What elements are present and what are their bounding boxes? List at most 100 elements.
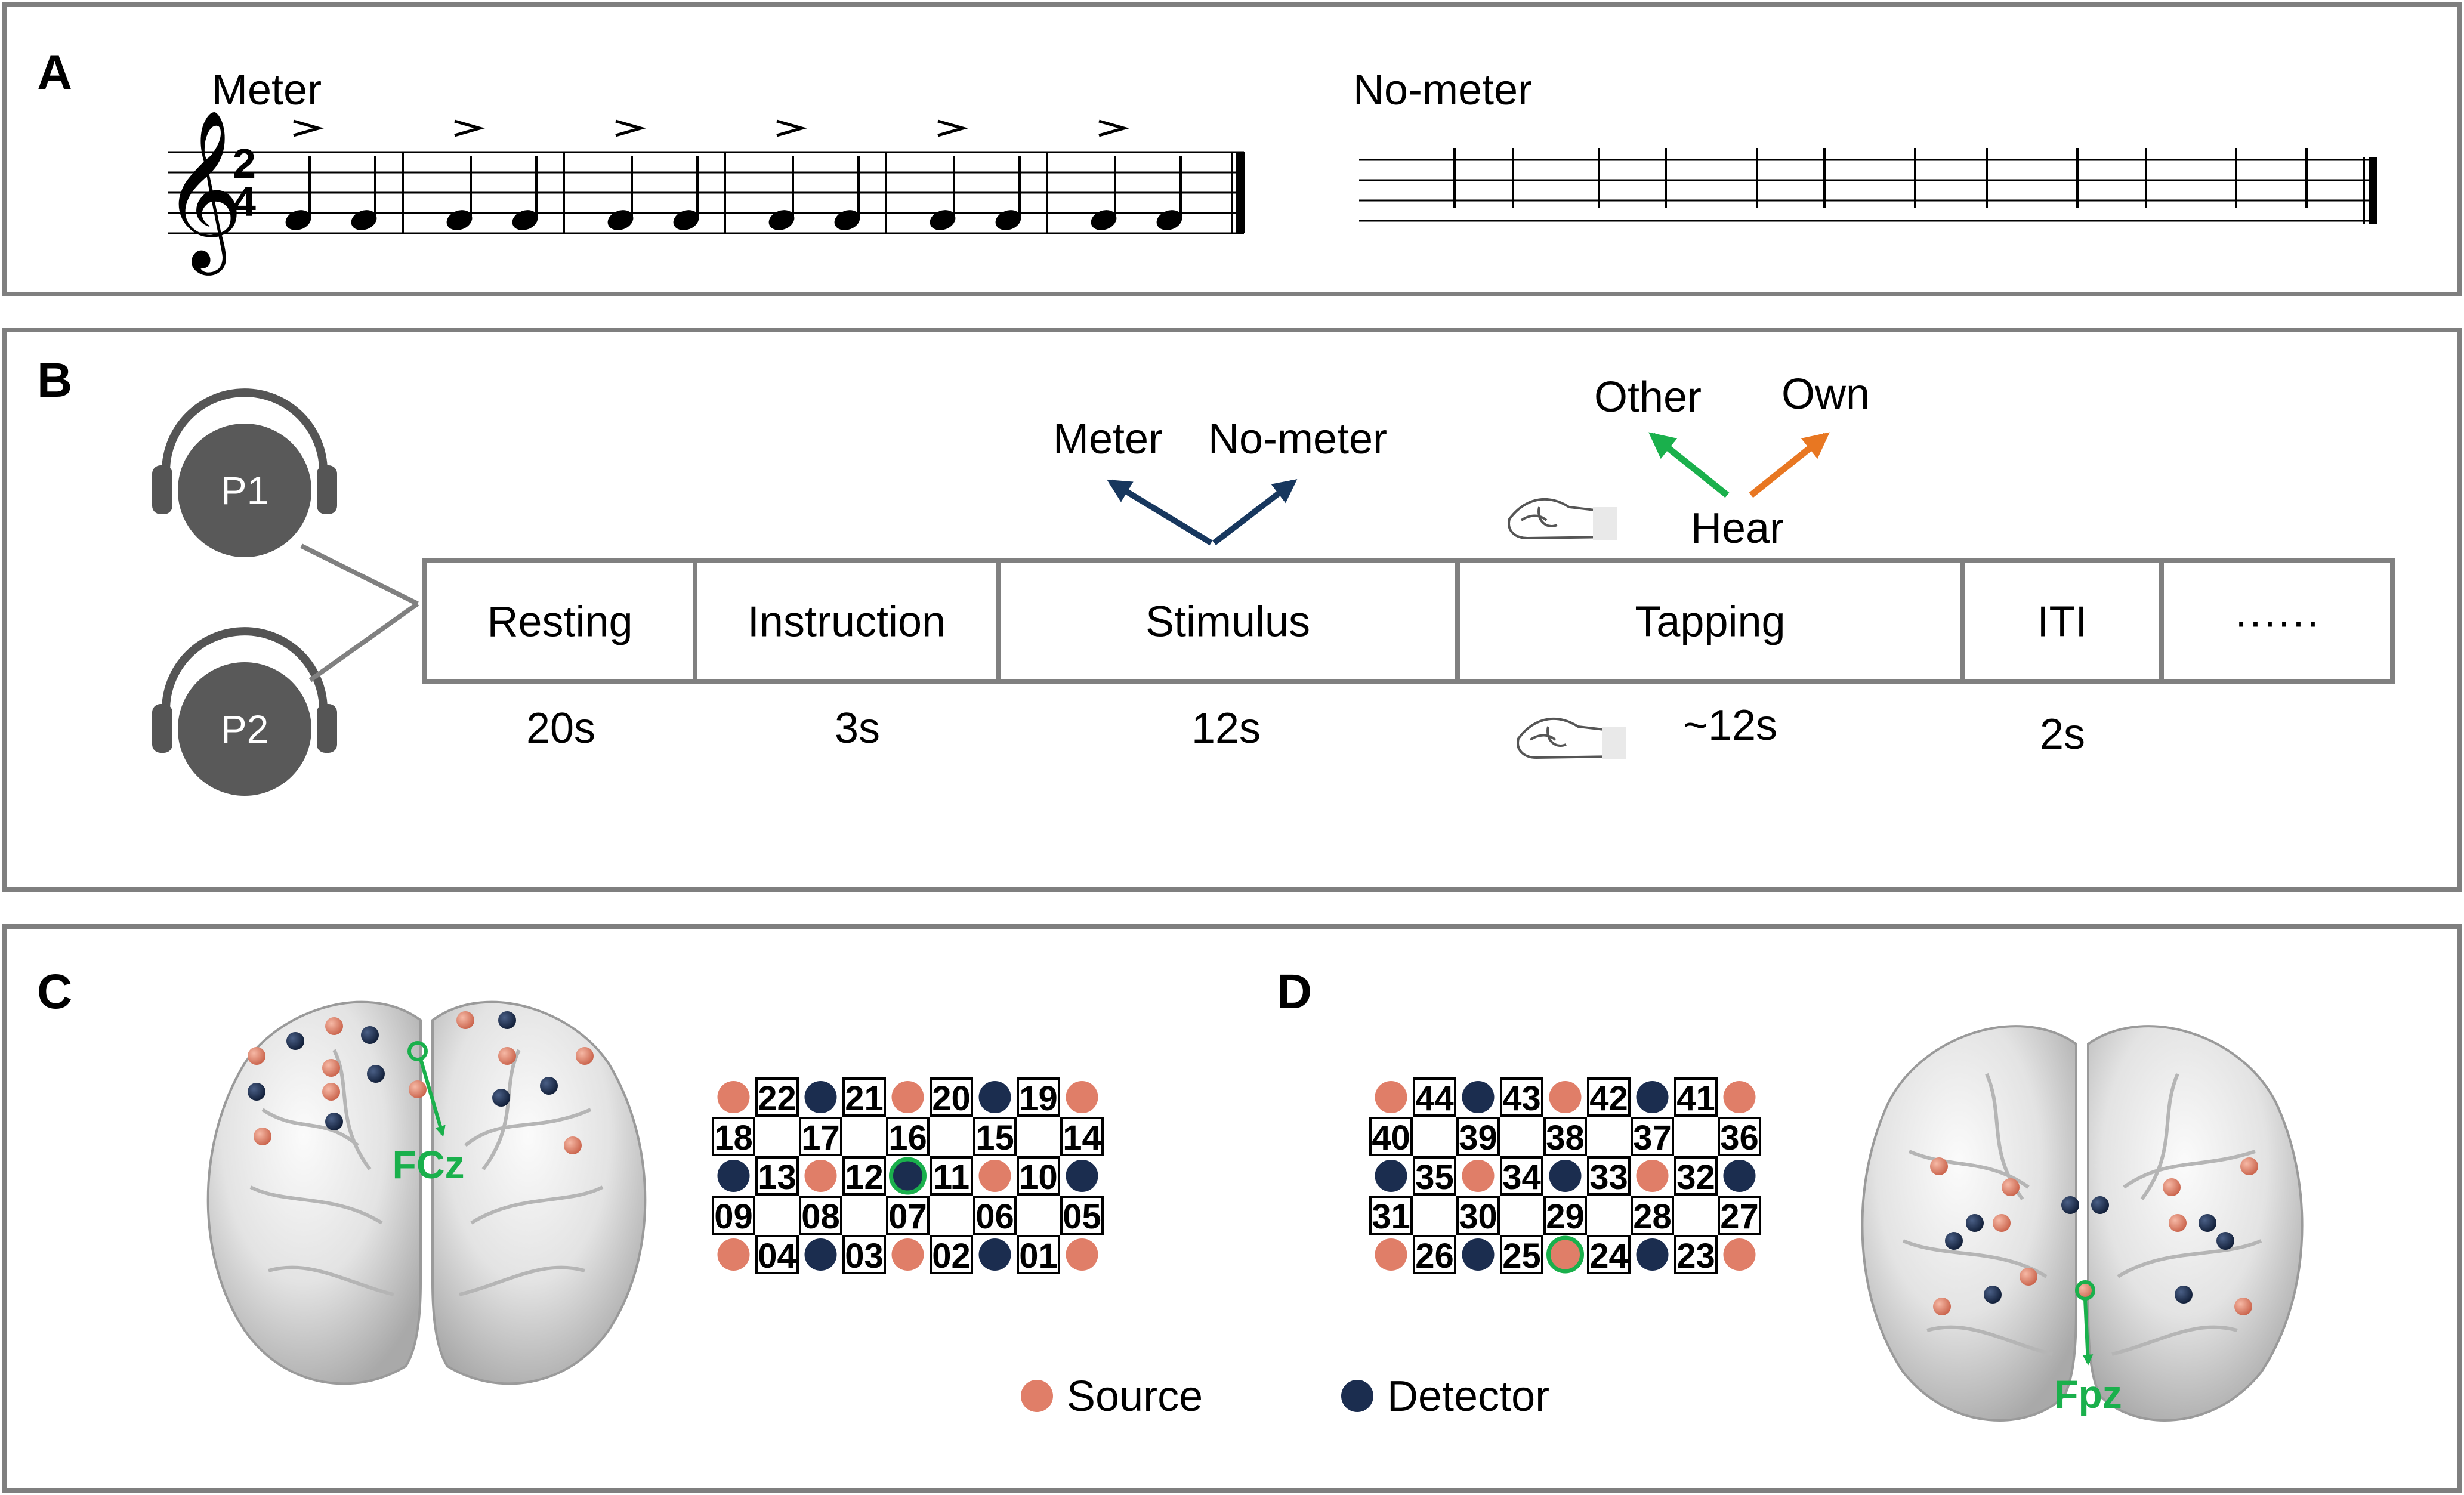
channel-number: 32: [1676, 1158, 1715, 1197]
meter-staff: 𝄞 2 4: [162, 112, 1245, 276]
brain-source-dot: [498, 1047, 516, 1065]
stimulus-option-meter: Meter: [1053, 415, 1163, 463]
detector-optode: [978, 1238, 1011, 1271]
channel-cell: [1456, 1117, 1500, 1156]
brain-detector-dot: [1945, 1232, 1963, 1250]
channel-cell: [842, 1077, 886, 1117]
no-meter-label: No-meter: [1353, 66, 1532, 114]
brain-c-image: FCz: [206, 1000, 647, 1385]
legend-source-swatch: [1021, 1380, 1053, 1412]
brain-detector-dot: [492, 1089, 510, 1107]
connector-line: [300, 543, 419, 606]
own-arrow: [1749, 432, 1830, 498]
reference-optode-ring: [889, 1157, 927, 1195]
participant-p2: P2: [152, 627, 337, 796]
detector-optode: [1636, 1081, 1669, 1113]
channel-cell: [930, 1077, 973, 1117]
accent-mark: [937, 119, 969, 137]
channel-cell: [1500, 1235, 1543, 1274]
detector-optode: [978, 1081, 1011, 1113]
source-optode: [1066, 1238, 1098, 1271]
channel-cell: [799, 1196, 842, 1235]
accent-mark: [615, 119, 647, 137]
panel-a: A Meter No-meter 𝄞 2 4: [2, 2, 2462, 296]
hear-option-other: Other: [1594, 373, 1702, 421]
channel-number: 12: [845, 1158, 884, 1197]
quarter-note: [351, 210, 377, 230]
timeline-box: [693, 558, 1001, 684]
channel-cell: [1369, 1196, 1413, 1235]
quarter-note: [1091, 210, 1117, 230]
source-optode: [1549, 1081, 1582, 1113]
channel-number: 35: [1415, 1158, 1454, 1197]
phase-duration: 20s: [526, 705, 595, 752]
participant-p2-label: P2: [221, 707, 269, 751]
brain-source-dot: [322, 1059, 340, 1077]
channel-cell: [1017, 1077, 1060, 1117]
source-optode: [717, 1081, 750, 1113]
phase-label: Stimulus: [1145, 598, 1310, 646]
brain-detector-dot: [2091, 1196, 2109, 1214]
quarter-note: [512, 210, 538, 230]
brain-detector-dot: [367, 1065, 385, 1083]
channel-cell: [1674, 1077, 1718, 1117]
brain-detector-dot: [248, 1083, 265, 1101]
channel-number: 33: [1589, 1158, 1628, 1197]
channel-cell: [1413, 1156, 1456, 1196]
brain-source-dot: [2169, 1214, 2187, 1232]
tapping-hand-icon: [1508, 498, 1617, 540]
brain-detector-dot: [2199, 1214, 2216, 1232]
fpz-label: Fpz: [2054, 1372, 2122, 1416]
channel-number: 06: [975, 1197, 1014, 1236]
channel-cell: [1718, 1196, 1761, 1235]
channel-number: 22: [758, 1079, 796, 1118]
panel-c-letter: C: [37, 965, 72, 1019]
channel-number: 30: [1459, 1197, 1497, 1236]
source-optode: [1723, 1081, 1756, 1113]
hear-option-own: Own: [1781, 370, 1870, 418]
panel-a-letter: A: [37, 46, 72, 100]
accent-mark: [293, 119, 325, 137]
channel-number: 13: [758, 1158, 796, 1197]
channel-cell: [1543, 1196, 1587, 1235]
channel-cell: [886, 1196, 930, 1235]
brain-source-dot: [2076, 1281, 2094, 1299]
channel-cell: [842, 1156, 886, 1196]
channel-number: 42: [1589, 1079, 1628, 1118]
channel-number: 43: [1502, 1079, 1541, 1118]
detector-optode: [1375, 1160, 1407, 1192]
channel-cell: [1543, 1117, 1587, 1156]
brain-detector-dot: [1984, 1286, 2002, 1304]
channel-cell: [1587, 1156, 1631, 1196]
channel-number: 02: [932, 1237, 971, 1275]
source-optode: [891, 1081, 924, 1113]
channel-number: 40: [1372, 1119, 1410, 1157]
brain-source-dot: [2002, 1178, 2020, 1196]
brain-source-dot: [409, 1080, 427, 1098]
channel-cell: [712, 1196, 755, 1235]
channel-number: 20: [932, 1079, 971, 1118]
phase-duration: 12s: [1191, 705, 1261, 752]
channel-cell: [1413, 1077, 1456, 1117]
detector-optode: [1462, 1081, 1495, 1113]
source-optode: [891, 1238, 924, 1271]
participant-avatar: [178, 662, 311, 796]
brain-source-dot: [322, 1083, 340, 1101]
timeline-box: [2159, 558, 2395, 684]
detector-optode: [804, 1238, 837, 1271]
detector-optode: [1066, 1160, 1098, 1192]
fcz-label: FCz: [393, 1142, 465, 1187]
legend-detector-label: Detector: [1387, 1373, 1549, 1420]
channel-number: 08: [801, 1197, 840, 1236]
reference-optode-ring: [1546, 1235, 1584, 1274]
detector-optode: [1723, 1160, 1756, 1192]
brain-detector-dot: [498, 1011, 516, 1029]
channel-cell: [1017, 1235, 1060, 1274]
brain-source-dot: [1993, 1214, 2011, 1232]
fcz-pointer: [419, 1058, 446, 1137]
channel-cell: [1674, 1156, 1718, 1196]
brain-source-dot: [325, 1017, 343, 1035]
channel-number: 36: [1720, 1119, 1759, 1157]
